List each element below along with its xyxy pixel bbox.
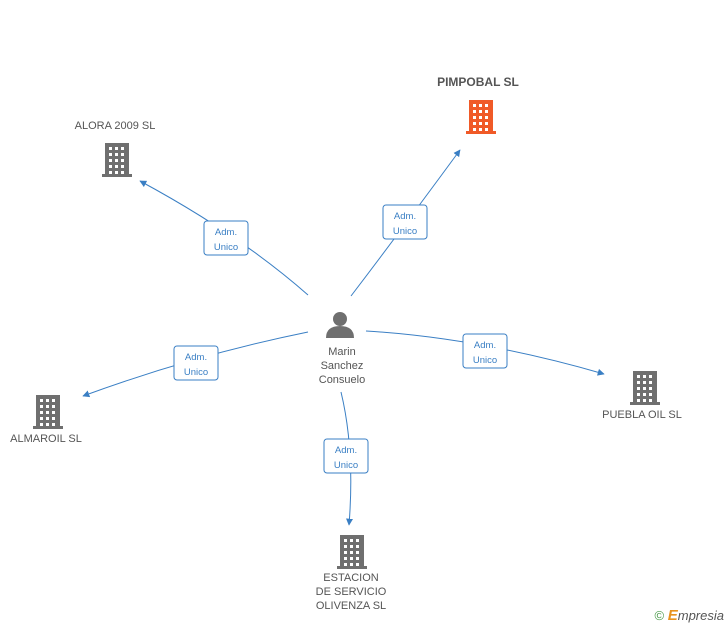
footer-brand: © Empresia [655, 607, 724, 624]
person-icon [326, 312, 354, 338]
edge-label-box[interactable]: Adm. Unico [173, 345, 219, 381]
edge-label-box[interactable]: Adm. Unico [203, 220, 249, 256]
edge-almaroil: Adm. Unico [82, 331, 309, 398]
edge-label-border [323, 438, 369, 474]
edge-label-box[interactable]: Adm. Unico [382, 204, 428, 240]
building-icon [33, 395, 63, 429]
edge-label-line: Adm. [215, 227, 237, 238]
company-node-alora[interactable]: ALORA 2009 SL [75, 120, 156, 177]
brand-initial: E [667, 607, 678, 624]
edge-label-border [462, 333, 508, 369]
company-name[interactable]: OLIVENZA SL [316, 600, 386, 612]
company-node-estacion[interactable]: ESTACION DE SERVICIO OLIVENZA SL [316, 535, 387, 612]
edge-label-line: Unico [393, 226, 417, 237]
building-icon [337, 535, 367, 569]
person-name[interactable]: Sanchez [321, 360, 364, 372]
edge-pimpobal: Adm. Unico [350, 149, 461, 297]
company-name[interactable]: ESTACION [323, 572, 378, 584]
edge-label-line: Adm. [394, 211, 416, 222]
company-name[interactable]: PUEBLA OIL SL [602, 409, 682, 421]
edge-label-line: Adm. [185, 352, 207, 363]
person-name[interactable]: Consuelo [319, 374, 365, 386]
edge-label-line: Unico [214, 242, 238, 253]
brand-name: mpresia [677, 608, 724, 623]
company-name[interactable]: ALMAROIL SL [10, 433, 82, 445]
edges-layer: Adm.UnicoAdm.UnicoAdm.UnicoAdm.UnicoAdm.… [82, 149, 605, 526]
edge-label-line: Unico [473, 355, 497, 366]
edge-label-border [173, 345, 219, 381]
edge-puebla: Adm. Unico [365, 330, 605, 376]
edge-alora: Adm. Unico [139, 180, 309, 296]
company-name[interactable]: DE SERVICIO [316, 586, 387, 598]
building-icon [466, 100, 496, 134]
edge-label-line: Unico [184, 367, 208, 378]
edge-label-box[interactable]: Adm. Unico [462, 333, 508, 369]
person-name[interactable]: Marin [328, 346, 356, 358]
edge-label-line: Adm. [335, 445, 357, 456]
company-node-almaroil[interactable]: ALMAROIL SL [10, 395, 82, 445]
company-node-puebla[interactable]: PUEBLA OIL SL [602, 371, 682, 421]
copyright-icon: © [654, 608, 665, 623]
nodes-layer: PIMPOBAL SL ALORA 2009 SL ALMAROIL SL PUEBL… [10, 75, 682, 612]
edge-label-border [203, 220, 249, 256]
edge-label-box[interactable]: Adm. Unico [323, 438, 369, 474]
building-icon [630, 371, 660, 405]
edge-label-border [382, 204, 428, 240]
company-node-pimpobal[interactable]: PIMPOBAL SL [437, 75, 519, 134]
company-name[interactable]: PIMPOBAL SL [437, 75, 519, 89]
edge-estacion: Adm. Unico [323, 391, 369, 526]
company-name[interactable]: ALORA 2009 SL [75, 120, 156, 132]
edge-label-line: Unico [334, 460, 358, 471]
building-icon [102, 143, 132, 177]
edge-label-line: Adm. [474, 340, 496, 351]
